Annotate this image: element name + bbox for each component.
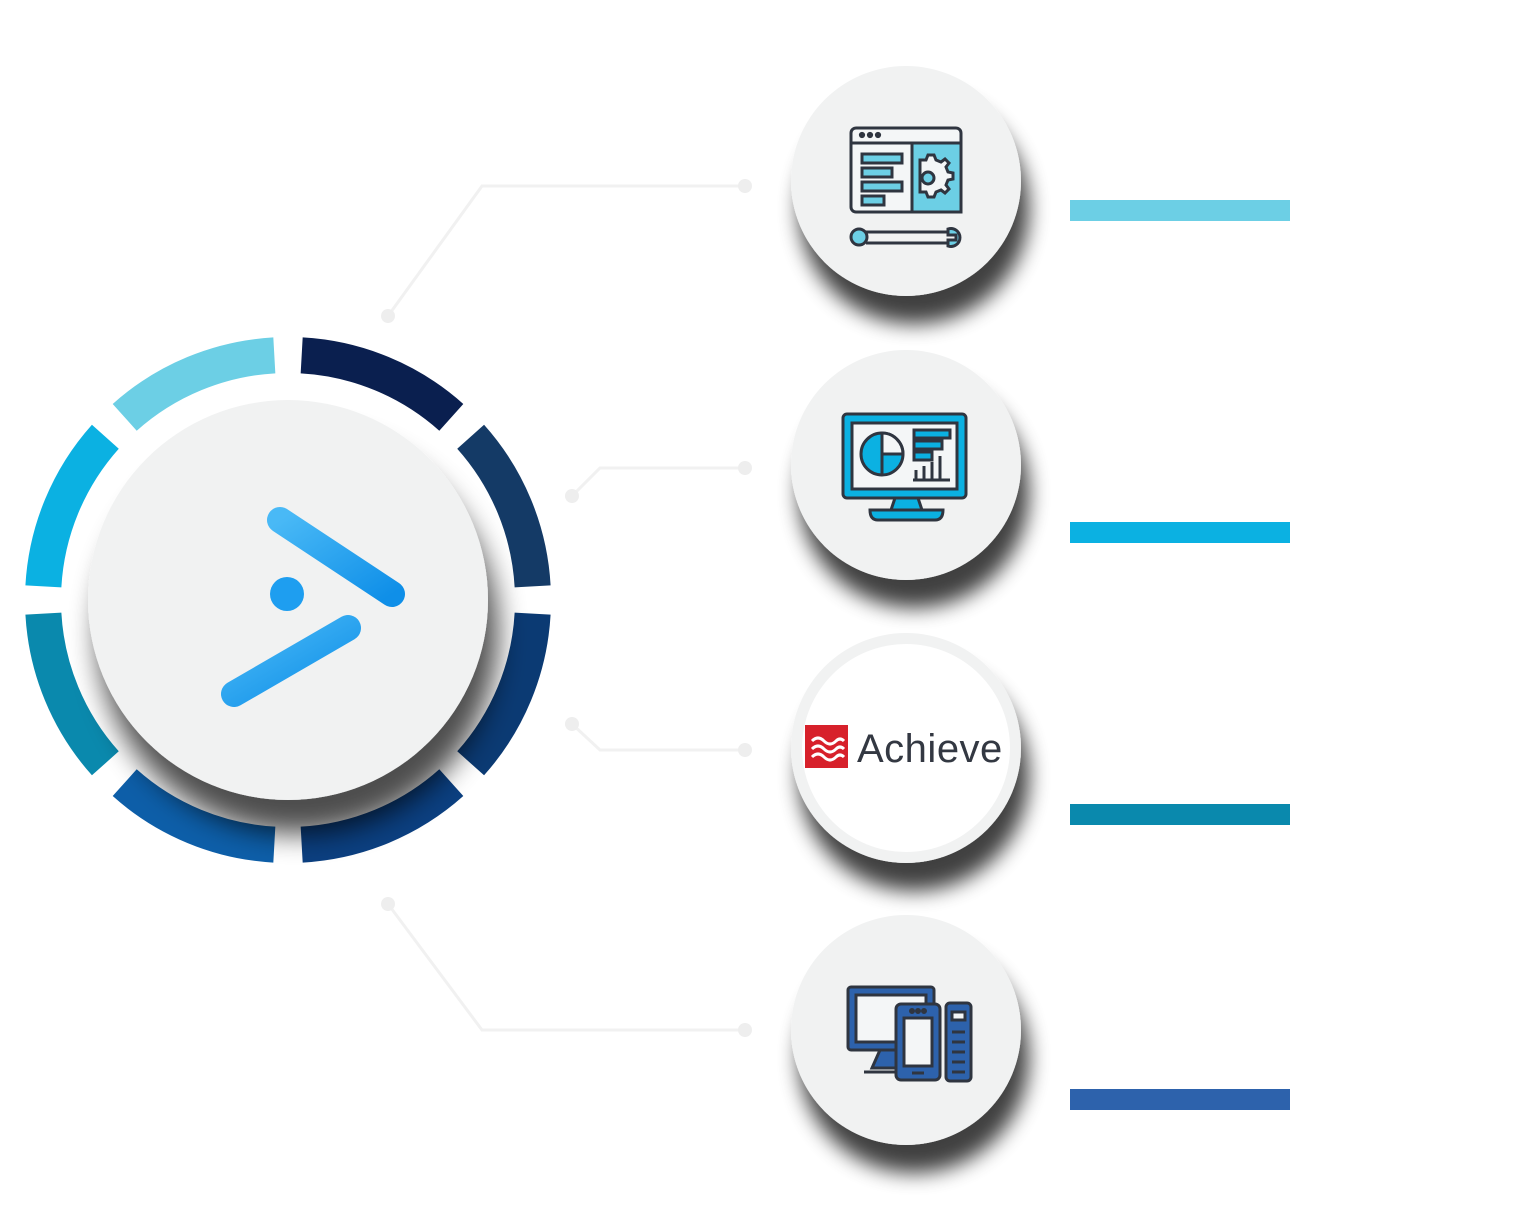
bar-4	[1070, 1089, 1290, 1110]
ring-segment	[112, 769, 276, 863]
connector-dot	[738, 743, 752, 757]
ring-segment	[25, 612, 119, 776]
ring-segment	[457, 424, 551, 588]
web-settings-wrench-icon	[849, 126, 963, 248]
connector-2	[570, 466, 745, 498]
bar-2	[1070, 522, 1290, 543]
node-2	[791, 350, 1021, 580]
connector-1	[386, 184, 745, 317]
hub	[88, 400, 488, 800]
connector-dot	[738, 179, 752, 193]
connector-dot	[565, 717, 579, 731]
node-4	[791, 915, 1021, 1145]
connector-dot	[738, 1023, 752, 1037]
connector-dot	[381, 897, 395, 911]
segmented-ring	[25, 337, 551, 863]
monitor-analytics-icon	[841, 412, 968, 522]
connector-4	[386, 903, 745, 1032]
connector-dot	[381, 309, 395, 323]
connector-dot	[738, 461, 752, 475]
multi-device-icon	[846, 985, 973, 1083]
play-dot-icon	[270, 577, 304, 611]
achieve-logo: Achieve	[805, 725, 1003, 771]
connector-dot	[565, 489, 579, 503]
connector-3	[570, 722, 745, 752]
ring-segment	[112, 337, 276, 431]
ring-segment	[300, 337, 464, 431]
play-triangle-icon	[220, 491, 405, 707]
connectors	[381, 179, 752, 1037]
bar-3	[1070, 804, 1290, 825]
bar-1	[1070, 200, 1290, 221]
node-3: Achieve	[791, 633, 1021, 863]
ring-segment	[300, 769, 464, 863]
node-1	[791, 66, 1021, 296]
node-3-inner-white	[802, 644, 1010, 852]
bars	[1070, 200, 1290, 1110]
achieve-logo-text: Achieve	[857, 727, 1003, 771]
ring-segment	[25, 424, 119, 588]
ring-segment	[457, 612, 551, 776]
